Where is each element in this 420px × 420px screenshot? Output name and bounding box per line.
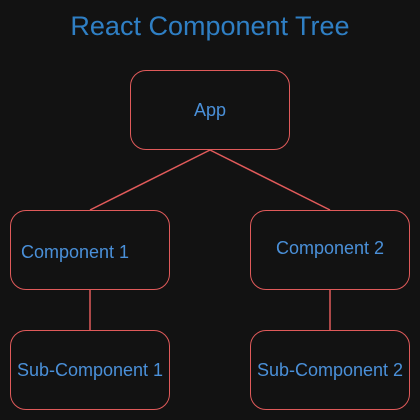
node-sub-component-2[interactable]: Sub-Component 2	[250, 330, 410, 410]
edge-app-component-1	[89, 149, 211, 211]
edge-app-component-2	[209, 149, 331, 211]
diagram-title: React Component Tree	[70, 11, 350, 41]
node-sub-component-2-label: Sub-Component 2	[256, 359, 404, 380]
node-component-2-label: Component 2	[275, 237, 385, 258]
node-component-1-label: Component 1	[20, 241, 130, 262]
node-component-1[interactable]: Component 1	[10, 210, 170, 290]
node-component-2[interactable]: Component 2	[250, 210, 410, 290]
node-sub-component-1[interactable]: Sub-Component 1	[10, 330, 170, 410]
node-app-label: App	[193, 99, 227, 120]
node-sub-component-1-label: Sub-Component 1	[16, 359, 164, 380]
node-app[interactable]: App	[130, 70, 290, 150]
